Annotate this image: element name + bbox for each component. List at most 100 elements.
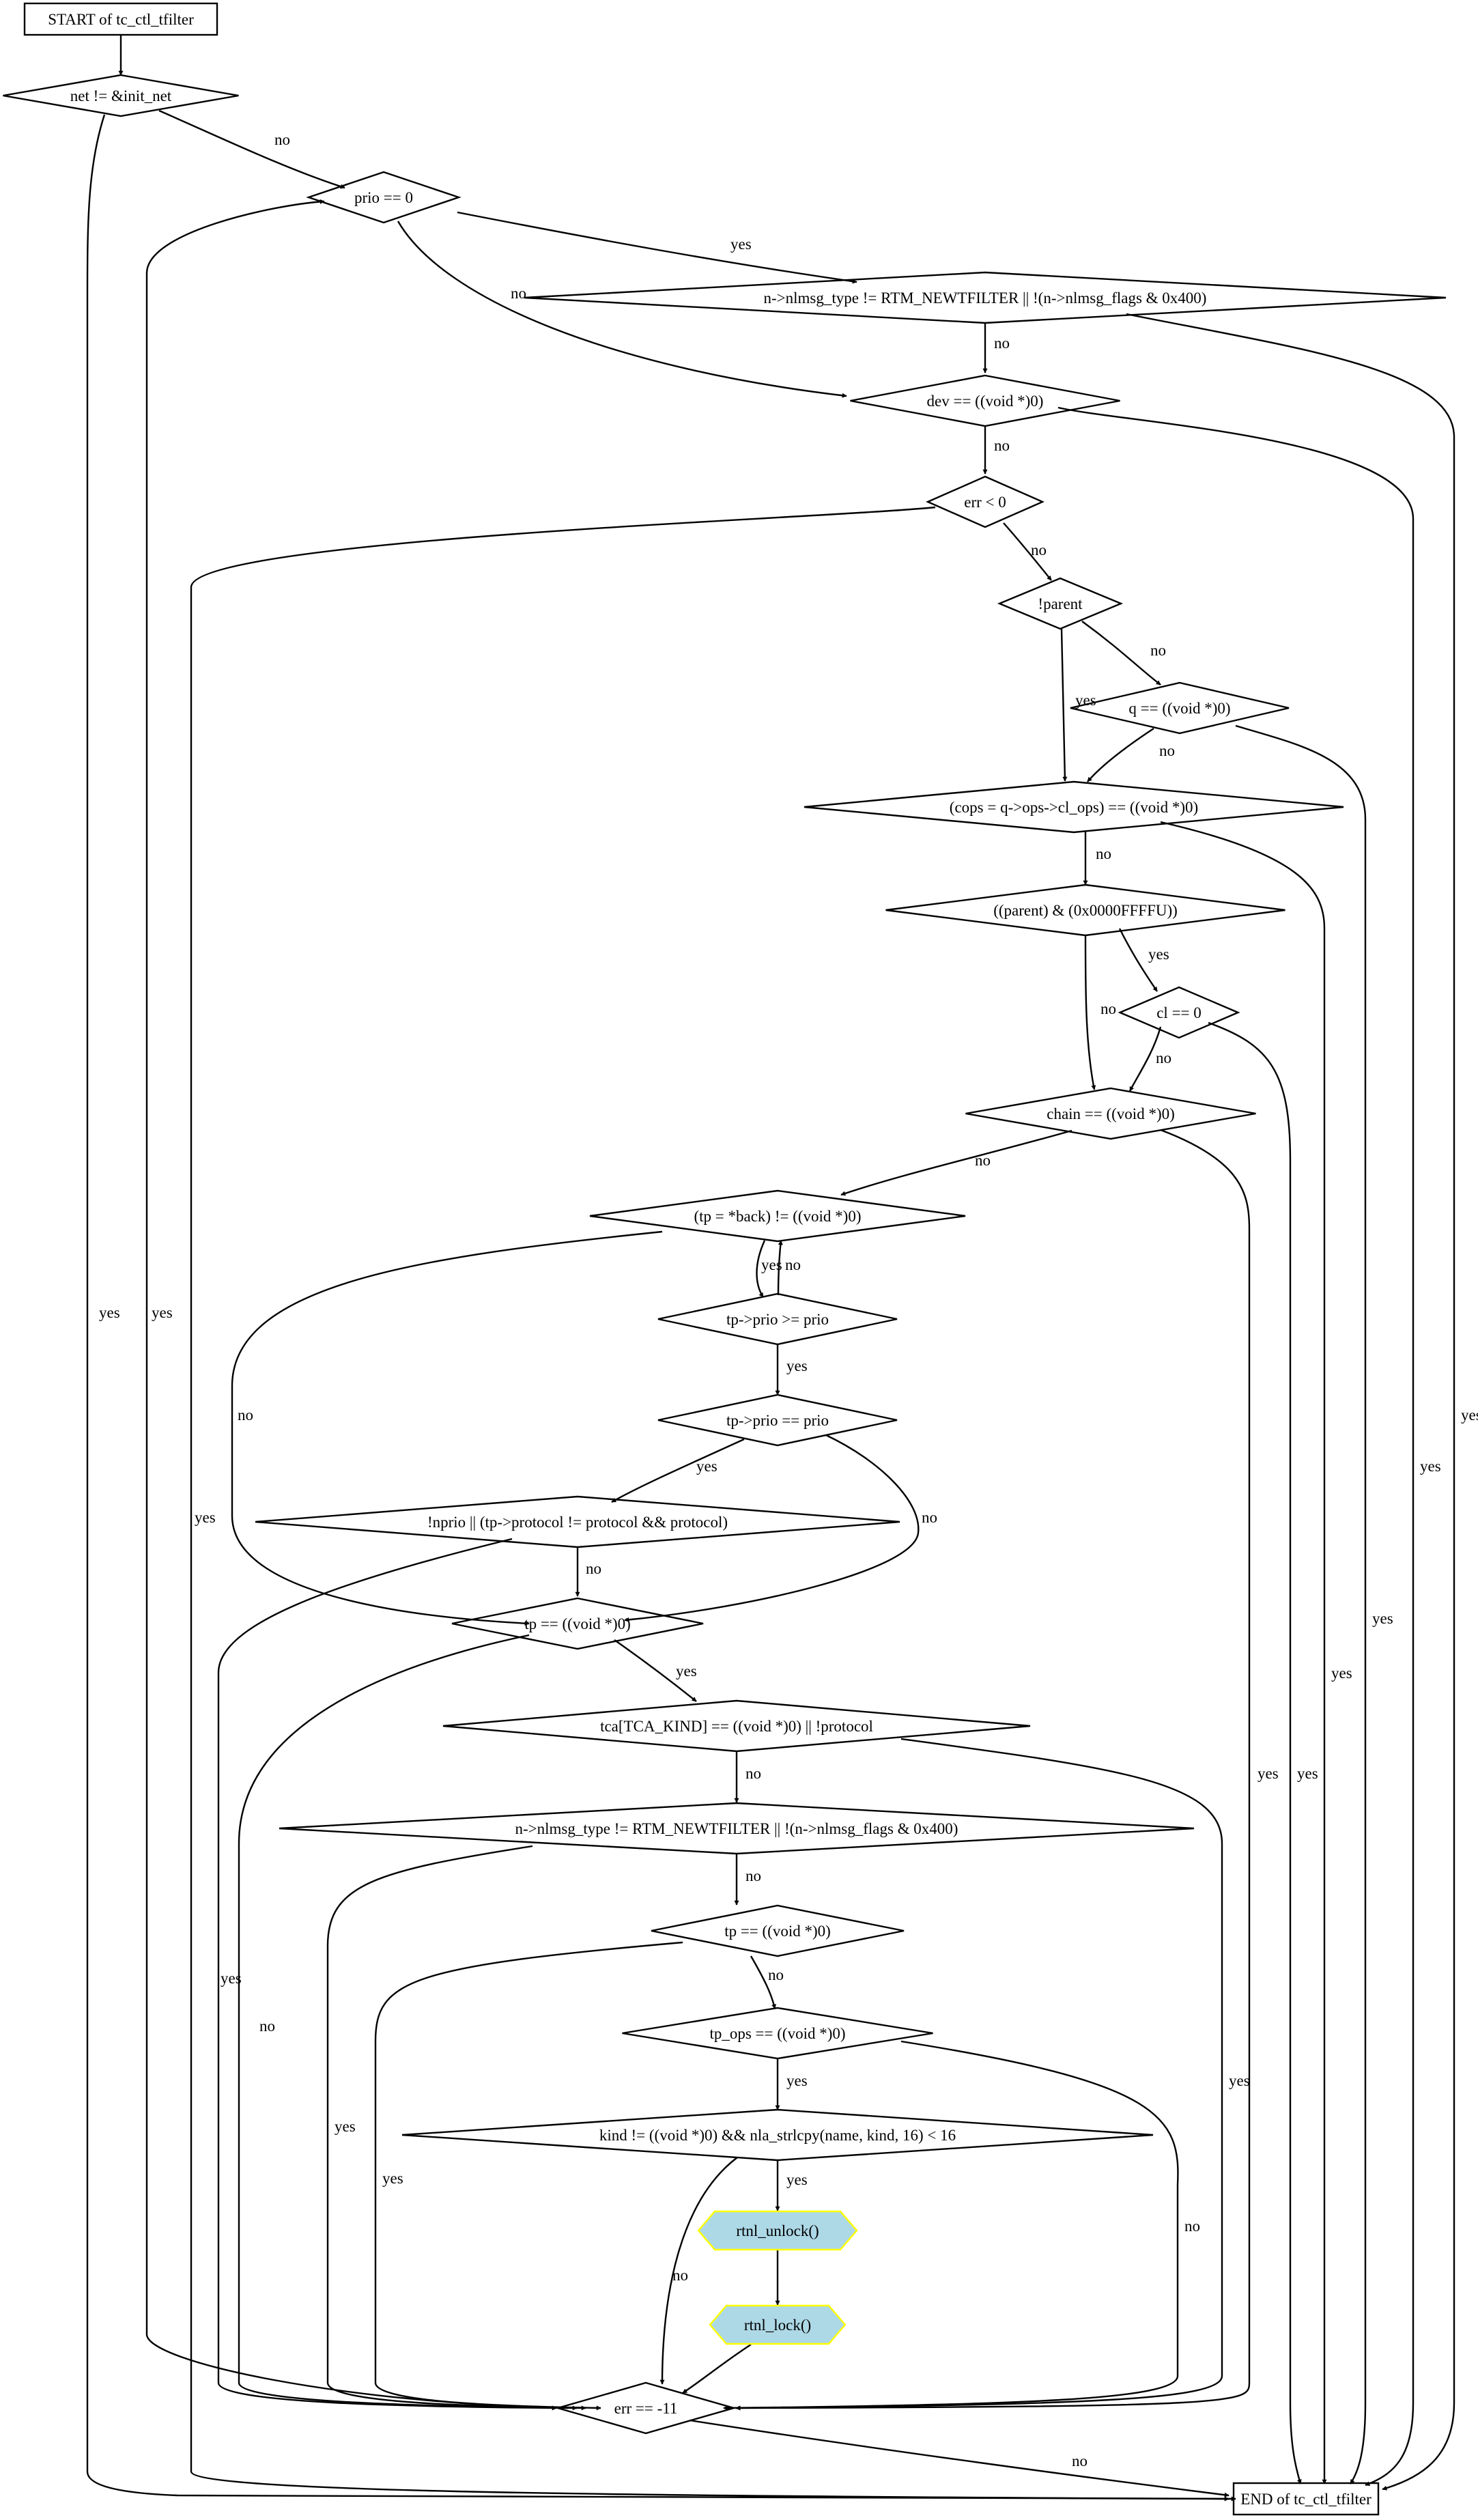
edge-d13-d12: no <box>777 1240 801 1296</box>
edge-line <box>682 2343 752 2394</box>
edge-line <box>397 221 847 398</box>
edge-d20-d21: yes <box>775 2058 808 2110</box>
edge-d2-d4: no <box>397 221 847 398</box>
node-d21: kind != ((void *)0) && nla_strlcpy(name,… <box>401 2108 1154 2162</box>
node-label: tp->prio == prio <box>726 1412 829 1429</box>
edge-line <box>735 1129 1251 2411</box>
edge-label-no: no <box>785 1256 801 1273</box>
edge-d8-d9: no <box>1083 831 1111 886</box>
edge-d15-d16: no <box>575 1547 601 1597</box>
node-d16: tp == ((void *)0) <box>451 1597 704 1650</box>
edge-d9-d10: yes <box>1118 928 1169 992</box>
edge-d4-d5: no <box>982 426 1010 475</box>
edge-line <box>1081 621 1161 685</box>
edge-line <box>611 1438 745 1503</box>
node-label: cl == 0 <box>1156 1004 1202 1021</box>
edge-label-no: no <box>1100 1000 1116 1017</box>
node-label: ((parent) & (0x0000FFFFU)) <box>993 902 1178 919</box>
diamond-shape <box>657 1292 898 1346</box>
node-label: tp == ((void *)0) <box>724 1923 831 1940</box>
diamond-shape <box>657 1393 898 1447</box>
edge-label-yes: yes <box>1297 1765 1318 1782</box>
edge-line <box>158 109 345 189</box>
edge-line <box>624 1434 920 1622</box>
diamond-shape <box>965 1087 1256 1140</box>
diamond-shape <box>850 374 1120 427</box>
node-label: kind != ((void *)0) && nla_strlcpy(name,… <box>599 2127 956 2144</box>
node-d2: prio == 0 <box>306 171 461 224</box>
diamond-shape <box>401 2108 1154 2162</box>
edge-d21-d22: no <box>659 2157 738 2385</box>
node-op2: rtnl_lock() <box>709 2304 847 2345</box>
edge-label-no: no <box>922 1509 937 1526</box>
edge-d3-end: yes <box>1126 313 1478 2491</box>
node-start: START of tc_ctl_tfilter <box>23 2 218 36</box>
node-label: err == -11 <box>614 2400 678 2417</box>
edge-d13-d14: yes <box>775 1344 808 1396</box>
edge-line <box>1128 1026 1162 1092</box>
edge-line <box>1057 406 1415 2487</box>
edge-line <box>1208 1021 1302 2484</box>
edge-line <box>614 1639 697 1702</box>
edge-d9-d11: no <box>1084 935 1116 1090</box>
edge-label-yes: yes <box>221 1970 242 1987</box>
node-label: dev == ((void *)0) <box>927 393 1044 410</box>
edge-d15-d22: yes <box>217 1538 557 2411</box>
edge-line <box>1060 628 1068 782</box>
node-label: n->nlmsg_type != RTM_NEWTFILTER || !(n->… <box>515 1820 958 1837</box>
edge-label-no: no <box>238 1406 253 1424</box>
edge-line <box>1118 928 1158 992</box>
edge-line <box>231 1230 663 1626</box>
edge-line <box>457 211 857 284</box>
diamond-shape <box>279 1802 1195 1855</box>
node-label: chain == ((void *)0) <box>1047 1105 1175 1122</box>
edge-line <box>756 1240 766 1298</box>
edge-d17-d18: no <box>734 1751 761 1803</box>
diamond-shape <box>451 1597 704 1650</box>
edge-label-no: no <box>1072 2452 1088 2469</box>
edge-d18-d19: no <box>734 1854 761 1906</box>
node-label: !nprio || (tp->protocol != protocol && p… <box>427 1514 728 1531</box>
diamond-shape <box>622 2007 933 2060</box>
edge-label-yes: yes <box>1420 1458 1441 1475</box>
edge-d6-d8: yes <box>1060 628 1096 782</box>
edge-line <box>86 114 1230 2502</box>
edge-line <box>735 1738 1223 2411</box>
node-d22: err == -11 <box>554 2381 737 2435</box>
edge-d19-d20: no <box>750 1955 784 2009</box>
node-d6: !parent <box>997 577 1124 630</box>
edge-label-no: no <box>274 131 290 148</box>
node-label: rtnl_lock() <box>744 2317 811 2334</box>
edge-line <box>659 2157 738 2385</box>
node-d17: tca[TCA_KIND] == ((void *)0) || !protoco… <box>442 1699 1031 1753</box>
edge-d22-end: no <box>689 2419 1230 2497</box>
node-d5: err < 0 <box>926 475 1044 528</box>
edge-label-yes: yes <box>1229 2072 1250 2089</box>
edge-line <box>1160 821 1327 2484</box>
diamond-shape <box>651 1904 905 1957</box>
edge-d18-d22: yes <box>326 1845 586 2411</box>
edge-label-yes: yes <box>335 2118 356 2135</box>
edge-d14-d16: no <box>624 1434 937 1622</box>
diamond-shape <box>554 2381 737 2435</box>
edge-label-no: no <box>745 1867 761 1884</box>
edge-d22-d2: yes <box>145 199 569 2409</box>
node-d13: tp->prio >= prio <box>657 1292 898 1346</box>
edge-line <box>238 1634 578 2411</box>
edge-d11-d22: yes <box>735 1129 1279 2411</box>
edge-label-yes: yes <box>382 2170 403 2187</box>
diamond-shape <box>255 1495 900 1548</box>
edge-d7-d8: no <box>1087 727 1175 782</box>
node-d10: cl == 0 <box>1118 986 1240 1039</box>
node-label: err < 0 <box>964 494 1006 511</box>
edge-d16-d17: yes <box>614 1639 697 1702</box>
edge-d20-d22: no <box>723 2040 1200 2411</box>
edge-line <box>1126 313 1455 2491</box>
edge-label-no: no <box>1159 742 1175 759</box>
diamond-shape <box>1070 681 1290 735</box>
node-d11: chain == ((void *)0) <box>965 1087 1256 1140</box>
node-label: tp_ops == ((void *)0) <box>709 2025 845 2042</box>
edge-label-no: no <box>672 2267 688 2284</box>
edge-d2-d3: yes <box>457 211 857 284</box>
